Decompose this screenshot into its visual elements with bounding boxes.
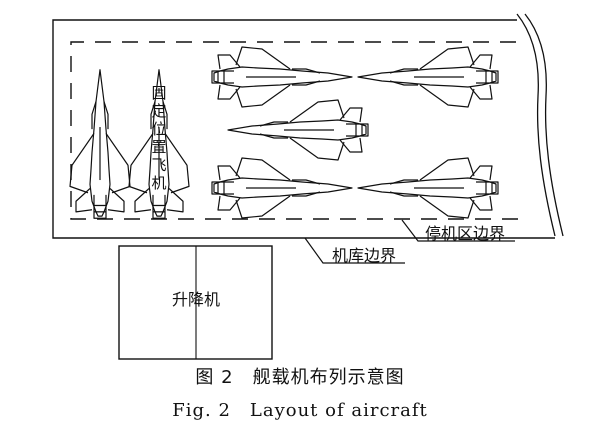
elevator-label: 升降机 bbox=[172, 290, 220, 309]
fixed-aircraft-left bbox=[69, 69, 131, 219]
aircraft-top-left bbox=[211, 46, 353, 108]
parking-boundary-label: 停机区边界 bbox=[425, 224, 505, 243]
figure-caption-en: Fig. 2 Layout of aircraft bbox=[172, 400, 428, 421]
hangar-boundary-label: 机库边界 bbox=[332, 246, 396, 265]
break-lines bbox=[516, 13, 564, 237]
parking-boundary bbox=[70, 41, 520, 220]
aircraft-bottom-left bbox=[211, 157, 353, 219]
fixed-aircraft-label: 固定位置飞机 bbox=[151, 84, 166, 192]
elevator: 升降机 bbox=[118, 245, 273, 360]
aircraft-bottom-right bbox=[357, 157, 499, 219]
boundary-labels: 机库边界 停机区边界 bbox=[332, 224, 505, 265]
fixed-aircraft-group: 固定位置飞机 bbox=[69, 69, 190, 219]
leader-lines bbox=[304, 219, 515, 264]
parked-aircraft-right bbox=[211, 46, 499, 219]
aircraft-middle bbox=[227, 99, 369, 161]
aircraft-top-right bbox=[357, 46, 499, 108]
hangar-boundary bbox=[52, 19, 555, 239]
figure-caption-cn: 图 2 舰载机布列示意图 bbox=[195, 367, 405, 388]
